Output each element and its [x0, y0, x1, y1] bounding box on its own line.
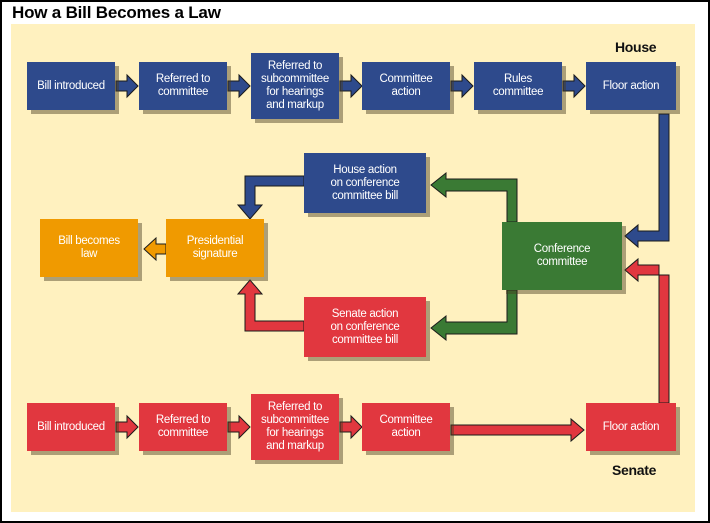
arrow-house-2-3: [227, 73, 251, 99]
house-step-committee-action: Committee action: [362, 62, 450, 110]
senate-step-committee-action: Committee action: [362, 403, 450, 451]
arrow-house-action-to-signature: [236, 175, 305, 220]
house-label: House: [615, 39, 657, 55]
arrow-senate-floor-to-conference: [624, 257, 670, 404]
house-step-bill-introduced: Bill introduced: [27, 62, 115, 110]
conference-committee: Conference committee: [502, 222, 622, 290]
signature-arrows: [143, 175, 305, 332]
senate-step-subcommittee: Referred to subcommittee for hearings an…: [251, 394, 339, 460]
bill-becomes-law: Bill becomes law: [40, 219, 138, 277]
senate-step-bill-introduced: Bill introduced: [27, 403, 115, 451]
arrow-house-1-2: [115, 73, 139, 99]
presidential-signature: Presidential signature: [166, 219, 264, 277]
arrow-senate-2-3: [227, 414, 251, 440]
conference-arrows: [430, 171, 518, 342]
arrow-senate-action-to-signature: [236, 279, 305, 332]
arrow-senate-3-4: [339, 414, 363, 440]
arrow-house-3-4: [339, 73, 363, 99]
arrow-conference-to-house-action: [430, 171, 518, 223]
arrow-house-4-5: [450, 73, 474, 99]
arrow-senate-4-5: [450, 417, 585, 443]
house-step-referred-committee: Referred to committee: [139, 62, 227, 110]
house-arrows: [115, 73, 670, 249]
senate-label: Senate: [612, 462, 657, 478]
house-conference-action: House action on conference committee bil…: [304, 153, 426, 213]
arrow-conference-to-senate-action: [430, 289, 518, 342]
senate-step-referred-committee: Referred to committee: [139, 403, 227, 451]
arrow-senate-1-2: [115, 414, 139, 440]
senate-step-floor-action: Floor action: [586, 403, 676, 451]
house-step-subcommittee: Referred to subcommittee for hearings an…: [251, 53, 339, 119]
arrow-house-floor-to-conference: [624, 113, 670, 249]
arrow-signature-to-law: [143, 236, 167, 262]
house-step-rules-committee: Rules committee: [474, 62, 562, 110]
house-step-floor-action: Floor action: [586, 62, 676, 110]
arrow-house-5-6: [562, 73, 586, 99]
diagram-title: How a Bill Becomes a Law: [12, 3, 221, 22]
senate-arrows: [115, 257, 670, 443]
senate-conference-action: Senate action on conference committee bi…: [304, 297, 426, 357]
